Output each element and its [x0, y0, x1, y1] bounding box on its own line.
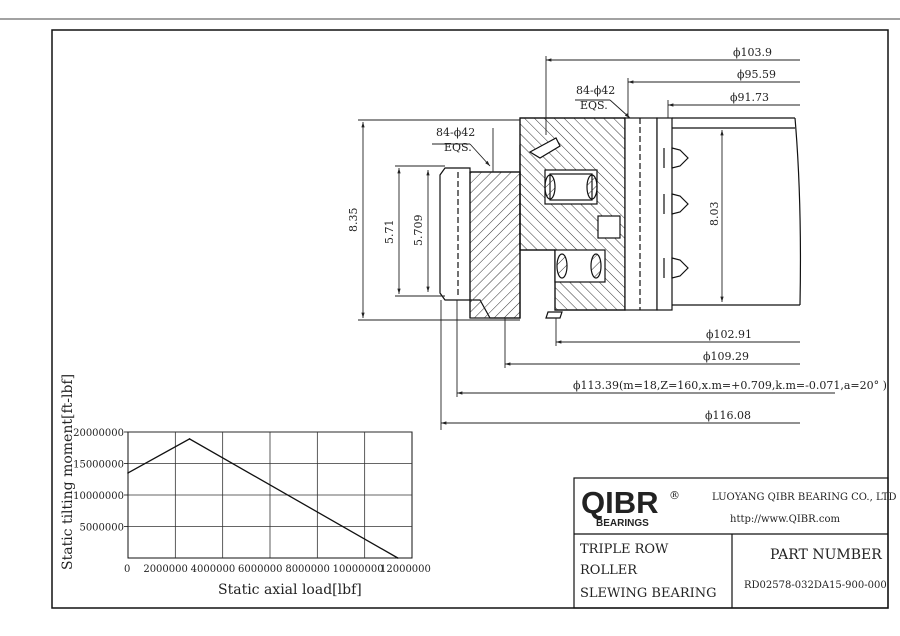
- dim-d102-91: ϕ102.91: [706, 328, 752, 341]
- company-name: LUOYANG QIBR BEARING CO., LTD: [712, 492, 896, 503]
- chart-x-tick-label: 2000000: [143, 564, 188, 575]
- chart-x-label: Static axial load[lbf]: [218, 582, 362, 598]
- dimension-lines: [358, 56, 835, 430]
- chart-x-tick-label: 12000000: [380, 564, 431, 575]
- bearing-section: [439, 117, 802, 319]
- dim-d95-59: ϕ95.59: [737, 68, 776, 81]
- logo-text: QIBR: [581, 485, 659, 520]
- dim-h-5-709: 5.709: [412, 215, 425, 247]
- part-number-label: PART NUMBER: [770, 547, 882, 563]
- desc-line1: TRIPLE ROW: [580, 542, 669, 557]
- title-block: [573, 477, 889, 609]
- dim-h-5-71: 5.71: [383, 220, 396, 245]
- dim-d116-08: ϕ116.08: [705, 409, 751, 422]
- company-website: http://www.QIBR.com: [730, 514, 840, 525]
- chart-y-label: Static tilting moment[ft-lbf]: [60, 374, 76, 570]
- desc-line3: SLEWING BEARING: [580, 586, 717, 601]
- dim-d113-39: ϕ113.39(m=18,Z=160,x.m=+0.709,k.m=-0.071…: [573, 379, 887, 392]
- dim-d91-73: ϕ91.73: [730, 91, 769, 104]
- chart-y-tick-label: 15000000: [73, 460, 124, 471]
- chart-x-tick-label: 0: [124, 564, 130, 575]
- dim-d103-9: ϕ103.9: [733, 46, 772, 59]
- chart-y-tick-label: 10000000: [73, 491, 124, 502]
- dim-h-8-35: 8.35: [347, 208, 360, 233]
- chart-x-tick-label: 8000000: [285, 564, 330, 575]
- chart-y-tick-label: 20000000: [73, 428, 124, 439]
- dimension-texts: ϕ103.9 ϕ95.59 ϕ91.73 84-ϕ42 EQS. 84-ϕ42 …: [347, 46, 887, 422]
- logo-registered: ®: [669, 489, 680, 502]
- chart-grid: [124, 431, 413, 559]
- desc-line2: ROLLER: [580, 563, 638, 578]
- dim-holes-inner: 84-ϕ42: [436, 126, 475, 139]
- company-logo: QIBR ® BEARINGS: [581, 485, 680, 529]
- chart-series-line: [127, 438, 399, 559]
- chart-x-tick-label: 4000000: [191, 564, 236, 575]
- dim-d109-29: ϕ109.29: [703, 350, 749, 363]
- dim-holes-inner-eqs: EQS.: [444, 141, 472, 154]
- part-number-value: RD02578-032DA15-900-000: [744, 580, 887, 591]
- chart-x-tick-label: 6000000: [238, 564, 283, 575]
- drawing-frame: [51, 29, 889, 609]
- chart-y-tick-label: 5000000: [79, 523, 124, 534]
- dim-holes-outer: 84-ϕ42: [576, 84, 615, 97]
- dim-holes-outer-eqs: EQS.: [580, 99, 608, 112]
- logo-subtext: BEARINGS: [596, 518, 649, 529]
- dim-h-8-03: 8.03: [708, 202, 721, 227]
- chart-x-tick-label: 10000000: [333, 564, 384, 575]
